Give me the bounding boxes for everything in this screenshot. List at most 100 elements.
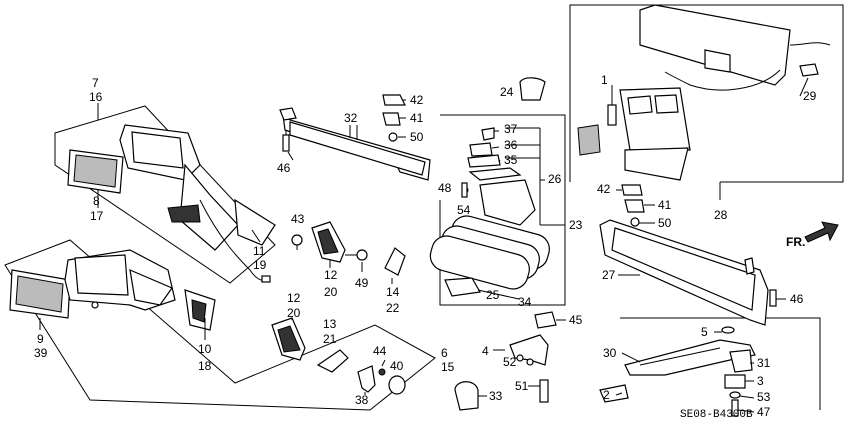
bolt-46b[interactable]	[769, 289, 777, 307]
bolt-52[interactable]	[526, 358, 534, 366]
knob-38-44-40[interactable]	[357, 365, 406, 395]
callout: 12	[287, 291, 301, 305]
callout: 41	[410, 111, 424, 125]
callout: 9	[37, 332, 44, 346]
callout: 52	[503, 355, 517, 369]
bracket-45[interactable]	[534, 311, 557, 329]
screw-50[interactable]	[388, 132, 398, 142]
direction-label: FR.	[786, 235, 805, 249]
clip-29[interactable]	[799, 63, 819, 77]
callout: 46	[790, 292, 804, 306]
callout: 24	[500, 85, 514, 99]
callout: 4	[482, 344, 489, 358]
callout: 44	[373, 344, 387, 358]
callout: 43	[291, 212, 305, 226]
visor-holder-41[interactable]	[382, 112, 401, 126]
bolt-46a[interactable]	[282, 134, 290, 152]
callout-labels: 7 16 8 17 11 19 9 39 10 18 12 20 13 21 1…	[34, 73, 817, 419]
callout: 8	[93, 194, 100, 208]
front-direction-arrow: FR.	[786, 221, 839, 249]
callout: 50	[410, 130, 424, 144]
rearview-mount[interactable]	[461, 127, 536, 226]
callout: 27	[602, 268, 616, 282]
screw-51[interactable]	[539, 379, 549, 403]
callout: 37	[504, 122, 518, 136]
callout: 49	[355, 276, 369, 290]
bolt-47[interactable]	[731, 399, 739, 417]
callout: 1	[601, 73, 608, 87]
rearview-mirror[interactable]	[427, 213, 553, 297]
callout: 14	[386, 285, 400, 299]
callout: 30	[603, 346, 617, 360]
callout: 32	[344, 111, 358, 125]
clip-42b[interactable]	[621, 184, 643, 196]
callout: 39	[34, 346, 48, 360]
visor-holder-42[interactable]	[382, 94, 406, 106]
callout: 46	[277, 161, 291, 175]
washer-53[interactable]	[729, 391, 741, 399]
sunvisor-left[interactable]	[279, 107, 431, 181]
sunvisor-right-lower[interactable]	[599, 219, 769, 326]
group-frame-right-mirror	[54, 105, 276, 284]
group-frame-rail	[620, 317, 821, 410]
callout: 17	[90, 209, 104, 223]
mirror-cover-13[interactable]	[316, 349, 349, 373]
callout: 3	[757, 374, 764, 388]
callout: 45	[569, 313, 583, 327]
callout: 20	[324, 285, 338, 299]
screw-50b[interactable]	[630, 217, 640, 227]
callout: 7	[92, 76, 99, 90]
screw-49[interactable]	[345, 249, 368, 261]
callout: 34	[518, 295, 532, 309]
callout: 25	[486, 288, 500, 302]
washer-5[interactable]	[721, 326, 735, 334]
leader-lines	[287, 77, 809, 413]
sunvisor-right-upper[interactable]	[639, 4, 831, 91]
diagram-code: SE08-B4300B	[680, 409, 753, 421]
callout: 42	[410, 93, 424, 107]
callout: 6	[441, 346, 448, 360]
left-door-mirror[interactable]	[9, 249, 216, 331]
callout: 47	[757, 405, 771, 419]
sunvisor-hook-4[interactable]	[509, 334, 549, 366]
garnish-14[interactable]	[384, 247, 406, 276]
right-door-mirror[interactable]	[67, 124, 276, 283]
callout: 53	[757, 390, 771, 404]
callout: 54	[457, 203, 471, 217]
callout: 41	[658, 198, 672, 212]
bracket-3[interactable]	[724, 374, 746, 389]
lamp-1[interactable]	[607, 87, 617, 126]
callout: 21	[323, 332, 337, 346]
callout: 11	[253, 244, 266, 258]
vanity-mirror-lid[interactable]	[619, 87, 691, 181]
callout: 35	[504, 153, 518, 167]
callout: 5	[701, 325, 708, 339]
callout: 10	[198, 342, 212, 356]
callout: 13	[323, 317, 337, 331]
callout: 38	[355, 393, 369, 407]
mirror-bracket-upper[interactable]	[311, 221, 346, 263]
callout: 42	[597, 182, 611, 196]
bolt-48[interactable]	[461, 182, 468, 198]
callout: 20	[287, 306, 301, 320]
callout: 12	[324, 268, 338, 282]
callout: 26	[548, 172, 562, 186]
callout: 36	[504, 138, 518, 152]
callout: 16	[89, 90, 103, 104]
callout: 22	[386, 301, 400, 315]
bracket-31[interactable]	[729, 349, 753, 373]
hook-33[interactable]	[454, 381, 479, 411]
group-frame-sunvisor	[569, 4, 844, 183]
callout: 28	[714, 208, 728, 222]
callout: 15	[441, 360, 455, 374]
callout: 40	[390, 359, 404, 373]
screw-43[interactable]	[291, 234, 303, 250]
cover-24[interactable]	[519, 77, 546, 101]
clip-41b[interactable]	[624, 199, 645, 213]
callout: 19	[253, 258, 267, 272]
callout: 48	[438, 181, 452, 195]
lens-cover[interactable]	[577, 124, 601, 156]
callout: 2	[603, 388, 610, 402]
mirror-bracket-lower[interactable]	[271, 317, 306, 361]
